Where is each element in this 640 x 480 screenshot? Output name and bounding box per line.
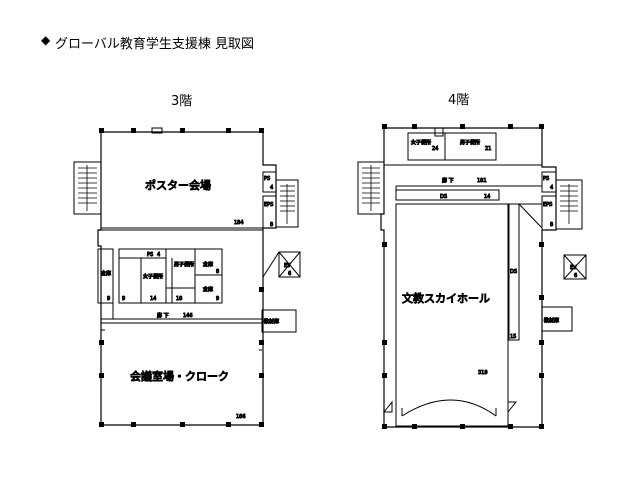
page-title: グローバル教育学生支援棟 見取図 — [55, 37, 255, 52]
ps-3f-mid-num: 4 — [157, 252, 160, 258]
eps-4f-label: EPS — [543, 202, 552, 208]
ps-3f-mid: PS — [147, 252, 153, 258]
ps-4f-label: PS — [543, 176, 549, 182]
corridor-3f-label: 廊 下 — [157, 312, 169, 319]
men-4f-label: 男子便所 — [460, 139, 480, 146]
eps-4f-num: 8 — [550, 222, 553, 228]
teaching-3f-label: 教材庫 — [264, 318, 279, 325]
floor-4-plan — [357, 124, 587, 429]
ev-3f-label: EV — [284, 263, 291, 269]
ev-4f-label: EV — [570, 265, 577, 271]
ds-4f-label: DS — [440, 194, 447, 200]
sky-hall-area: 319 — [478, 370, 488, 376]
storage-3f-b: 倉庫 — [203, 286, 213, 293]
women-4f-label: 女子便所 — [411, 139, 431, 146]
ds-4f-num: 14 — [484, 194, 490, 200]
men-3f-label: 男子便所 — [174, 261, 194, 268]
corridor-4f-area: 181 — [477, 178, 487, 184]
ps-3f-num: 4 — [270, 185, 273, 191]
teaching-4f-label: 教材庫 — [544, 317, 559, 324]
storage-3f-b-num: 9 — [216, 296, 219, 302]
storage-3f-left-num: 9 — [107, 296, 110, 302]
room-poster-venue: ポスター会場 — [145, 179, 211, 192]
room-3f-14: 14 — [150, 296, 156, 302]
ev-3f-num: 6 — [288, 271, 291, 277]
men-4f-num: 21 — [485, 146, 491, 152]
poster-area: 184 — [234, 220, 244, 226]
storage-3f-a: 倉庫 — [203, 261, 213, 268]
ev-4f-num: 6 — [574, 273, 577, 279]
bullet-diamond: ◆ — [41, 33, 51, 47]
corridor-4f-label: 廊 下 — [442, 177, 454, 184]
storage-3f-a-num: 8 — [216, 269, 219, 275]
ps-3f-label: PS — [264, 176, 270, 182]
floor-3-label: 3階 — [171, 94, 193, 109]
women-4f-num: 24 — [432, 146, 438, 152]
ds-4f-side: DS — [510, 269, 517, 275]
eps-3f-label: EPS — [264, 202, 273, 208]
ps-4f-num: 4 — [550, 185, 553, 191]
floor-3-plan — [73, 127, 301, 427]
meeting-area: 186 — [236, 414, 246, 420]
room-meeting-cloak: 会議室場・クローク — [130, 369, 229, 383]
room-3f-9: 9 — [122, 296, 125, 302]
eps-3f-num: 8 — [270, 222, 273, 228]
room-3f-18: 18 — [176, 296, 182, 302]
storage-3f-left: 倉庫 — [101, 270, 111, 277]
floor-4-label: 4階 — [448, 93, 470, 108]
corridor-3f-area: 146 — [183, 313, 193, 319]
women-3f-label: 女子便所 — [143, 273, 163, 280]
ds-4f-side-num: 15 — [510, 334, 516, 340]
room-sky-hall: 文教スカイホール — [402, 291, 490, 305]
